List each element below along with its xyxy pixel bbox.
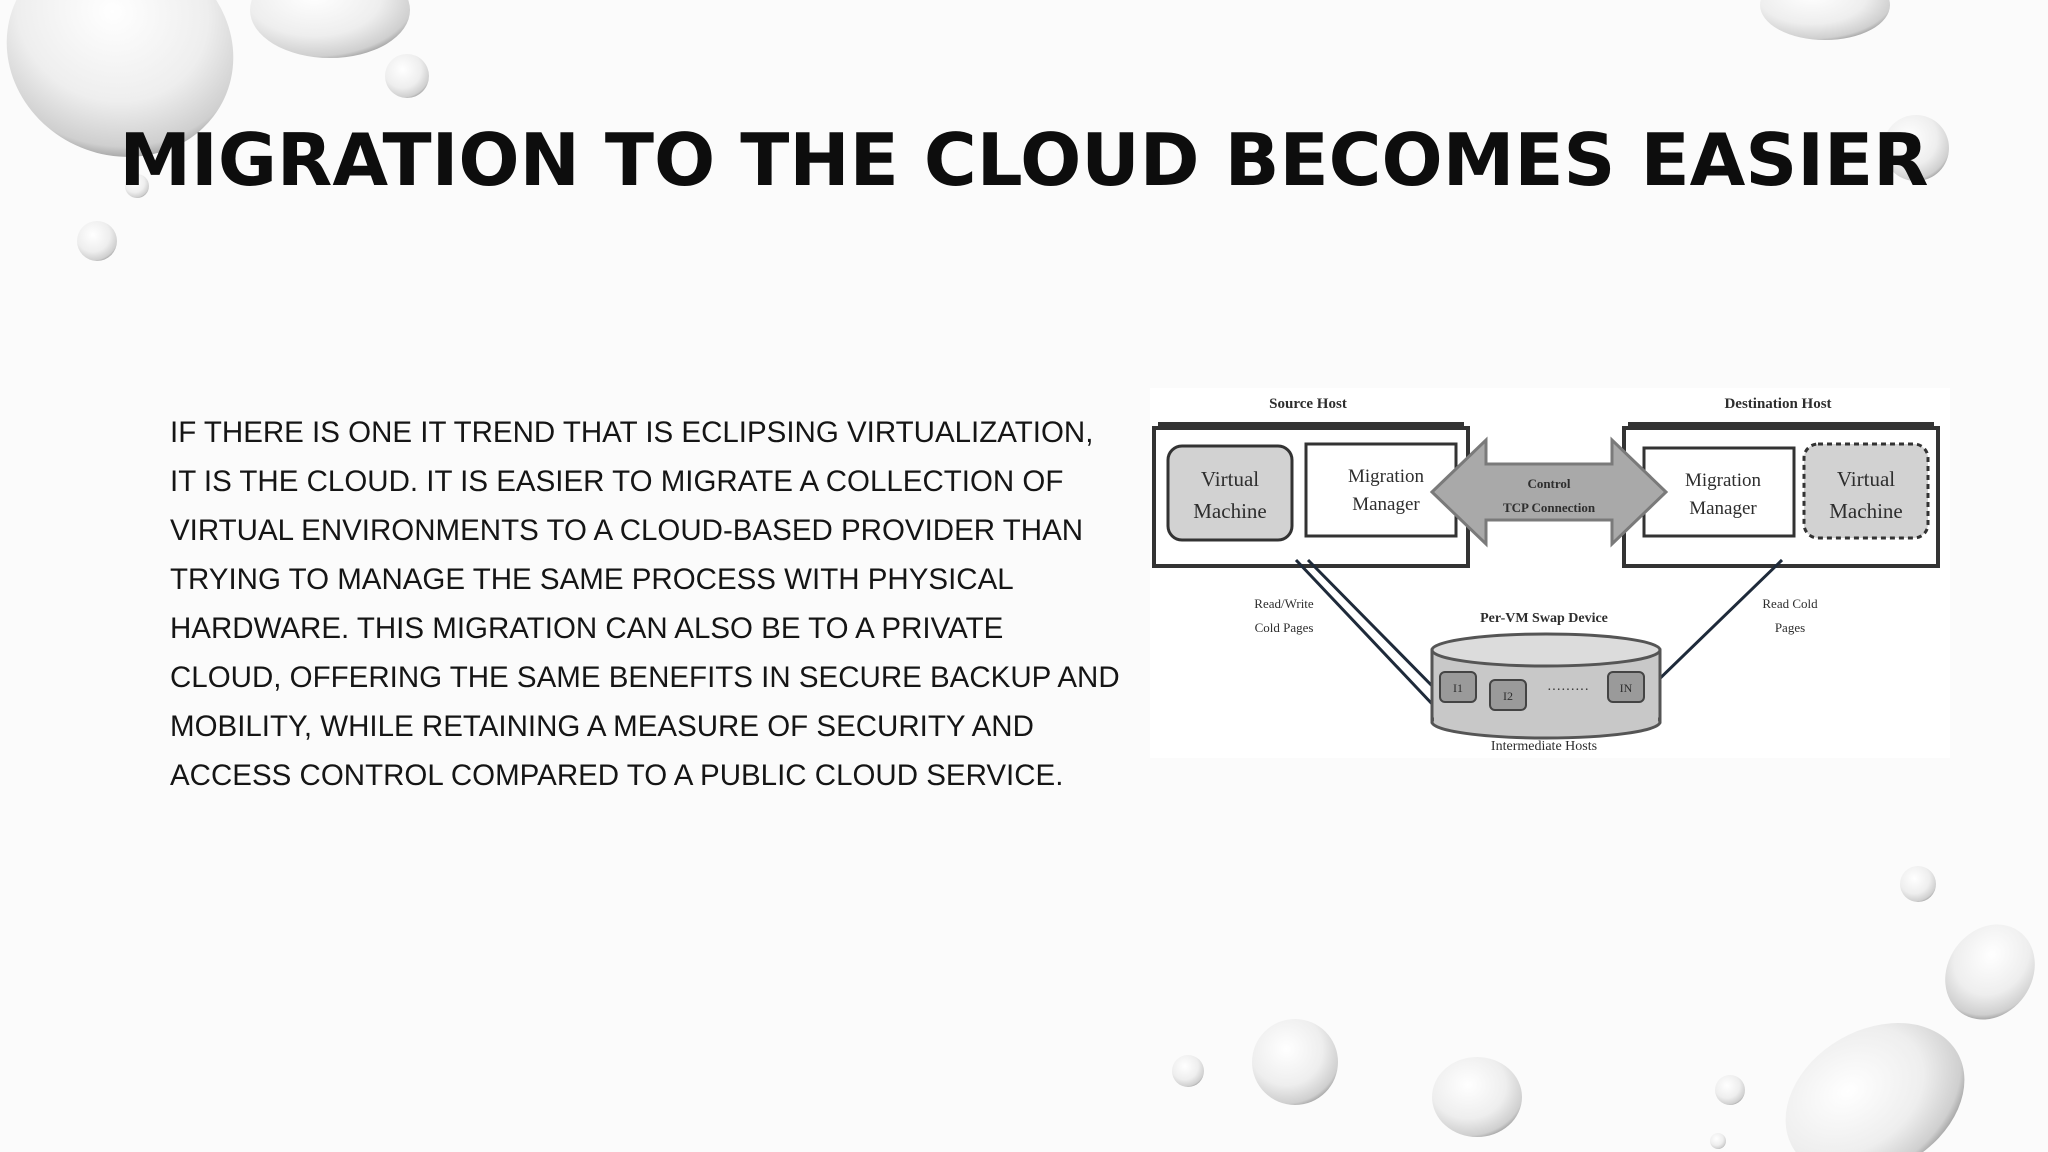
source-mm-label-1: Migration (1348, 466, 1424, 487)
destination-host-box (1622, 422, 1940, 568)
swap-device-label: Per-VM Swap Device (1480, 611, 1608, 626)
control-label-2: TCP Connection (1503, 500, 1596, 515)
source-host-label: Source Host (1269, 396, 1347, 412)
control-label-1: Control (1527, 476, 1570, 491)
live-migration-diagram: Source Host Destination Host Virtual Mac… (1150, 388, 1950, 758)
destination-host-label: Destination Host (1724, 396, 1831, 412)
destination-mm-label-1: Migration (1685, 470, 1761, 491)
host-i1-label: I1 (1453, 681, 1463, 695)
read-cold-label-1: Read Cold (1762, 596, 1818, 611)
rw-label-2: Cold Pages (1255, 620, 1314, 635)
source-mm-label-2: Manager (1352, 494, 1420, 515)
destination-vm-label-2: Machine (1829, 499, 1902, 523)
body-paragraph: IF THERE IS ONE IT TREND THAT IS ECLIPSI… (170, 416, 1120, 792)
destination-mm-label-2: Manager (1689, 498, 1757, 519)
intermediate-host-2 (1489, 679, 1527, 711)
source-vm-label-2: Machine (1193, 499, 1266, 523)
host-dots: ········· (1547, 683, 1589, 698)
control-connection-arrow (1429, 436, 1669, 548)
source-vm-label-1: Virtual (1201, 467, 1259, 491)
host-in-label: IN (1620, 681, 1633, 695)
intermediate-host-1 (1439, 671, 1477, 703)
connector-lines (1294, 558, 1784, 708)
slide-title: MIGRATION TO THE CLOUD BECOMES EASIER (119, 118, 1929, 202)
source-host-box (1152, 422, 1470, 568)
destination-vm-label-1: Virtual (1837, 467, 1895, 491)
read-cold-label-2: Pages (1775, 620, 1805, 635)
rw-label-1: Read/Write (1254, 596, 1314, 611)
host-i2-label: I2 (1503, 689, 1513, 703)
intermediate-host-n (1607, 671, 1645, 703)
intermediate-hosts-label: Intermediate Hosts (1491, 739, 1597, 754)
swap-device-cylinder (1430, 632, 1662, 740)
